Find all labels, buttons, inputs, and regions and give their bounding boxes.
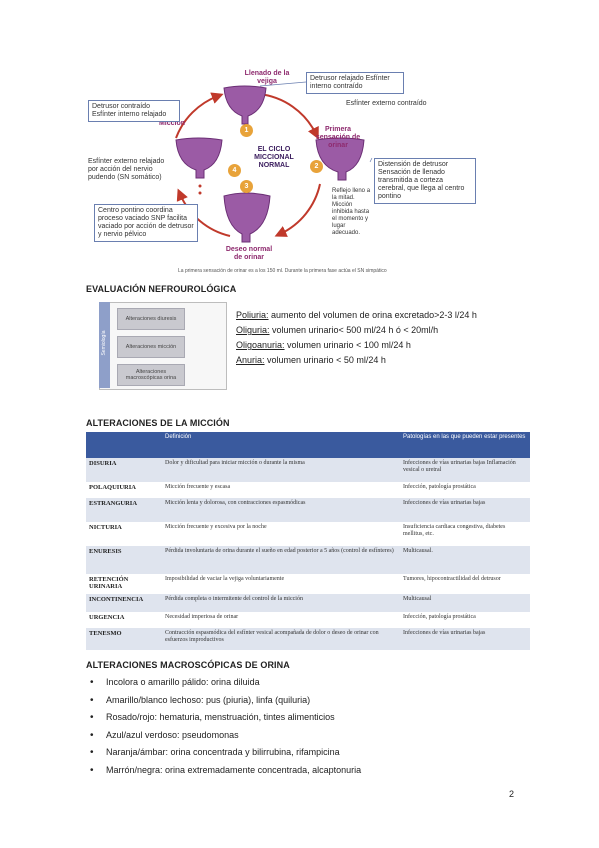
cycle-arrow (176, 188, 231, 237)
figure-caption: La primera sensación de orinar es a los … (178, 268, 387, 274)
definition-poliuria: Poliuria: aumento del volumen de orina e… (236, 310, 477, 320)
definition-anuria: Anuria: volumen urinario < 50 ml/24 h (236, 355, 386, 365)
row-definicion: Micción frecuente y escasa (165, 484, 231, 490)
stage-deseo-normal: Deseo normal de orinar (225, 246, 273, 261)
row-definicion: Contracción espasmódica del esfínter ves… (162, 628, 400, 650)
row-term: POLAQUIURIA (89, 484, 136, 491)
eval-item-miccion: Alteraciones micción (117, 336, 185, 358)
heading-evaluacion: EVALUACIÓN NEFROUROLÓGICA (86, 284, 237, 294)
heading-macro: ALTERACIONES MACROSCÓPICAS DE ORINA (86, 660, 290, 670)
row-patologias: Infección, patología prostática (403, 484, 476, 490)
note-detrusor-relajado: Detrusor relajado Esfínter interno contr… (306, 72, 404, 94)
row-definicion: Micción lenta y dolorosa, con contraccio… (162, 498, 400, 522)
macro-list: Incolora o amarillo pálido: orina diluid… (86, 674, 361, 780)
cycle-arrow (175, 92, 224, 139)
step-badge-3: 3 (240, 180, 253, 193)
note-detrusor-contraido: Detrusor contraído Esfínter interno rela… (88, 100, 180, 122)
definition-oligoanuria: Oligoanuria: volumen urinario < 100 ml/2… (236, 340, 411, 350)
note-reflejo: Reflejo lleno a la mitad. Micción inhibi… (332, 188, 371, 236)
header-term (86, 432, 162, 458)
row-patologias: Insuficiencia cardiaca congestiva, diabe… (403, 524, 506, 537)
row-term: DISURIA (86, 458, 162, 482)
row-definicion: Pérdida involuntaria de orina durante el… (162, 546, 400, 574)
eval-item-diuresis: Alteraciones diuresis (117, 308, 185, 330)
row-patologias: Infecciones de vías urinarias bajas (400, 628, 530, 650)
row-term: RETENCIÓN URINARIA (89, 576, 129, 590)
list-item: Marrón/negra: orina extremadamente conce… (86, 762, 361, 780)
row-term: INCONTINENCIA (86, 594, 162, 612)
miccion-table: Definición Patologías en las que pueden … (86, 432, 530, 650)
micturition-cycle-figure: Llenado de la vejiga Micción Primera sen… (84, 66, 476, 266)
heading-miccion: ALTERACIONES DE LA MICCIÓN (86, 418, 230, 428)
table-row: NICTURIA Micción frecuente y excesiva por… (86, 522, 530, 546)
row-definicion: Necesidad imperiosa de orinar (165, 614, 239, 620)
bladder-top (223, 85, 267, 125)
row-definicion: Dolor y dificultad para iniciar micción … (162, 458, 400, 482)
bladder-bottom (223, 192, 271, 243)
row-term: URGENCIA (89, 614, 125, 621)
side-label: Semiología (101, 330, 107, 356)
note-centro-pontino: Centro pontino coordina proceso vaciado … (94, 204, 198, 242)
eval-item-macroscopicas: Alteraciones macroscópicas orina (117, 364, 185, 386)
row-term: ESTRANGURIA (86, 498, 162, 522)
stage-miccion: Micción (158, 120, 186, 127)
note-distension: Distensión de detrusor Sensación de llen… (374, 158, 476, 204)
row-patologias: Infecciones de vías urinarias bajas (400, 498, 530, 522)
evaluation-side-band: Semiología (99, 302, 110, 388)
row-definicion: Pérdida completa o intermitente del cont… (162, 594, 400, 612)
table-row: URGENCIA Necesidad imperiosa de orinar Inf… (86, 612, 530, 628)
bladder-right (315, 137, 365, 181)
note-esfinter-externo: Esfínter externo contraído (346, 100, 427, 107)
table-header-row: Definición Patologías en las que pueden … (86, 432, 530, 458)
row-definicion: Micción frecuente y excesiva por la noch… (165, 524, 267, 530)
header-definicion: Definición (162, 432, 400, 458)
row-term: ENURESIS (86, 546, 162, 574)
list-item: Incolora o amarillo pálido: orina diluid… (86, 674, 361, 692)
row-term: TENESMO (86, 628, 162, 650)
step-badge-4: 4 (228, 164, 241, 177)
definition-oliguria: Oliguria: volumen urinario< 500 ml/24 h … (236, 325, 439, 335)
row-term: NICTURIA (89, 524, 122, 531)
list-item: Amarillo/blanco lechoso: pus (piuria), l… (86, 692, 361, 710)
list-item: Azul/azul verdoso: pseudomonas (86, 727, 361, 745)
row-definicion: Imposibilidad de vaciar la vejiga volunt… (165, 576, 285, 582)
list-item: Naranja/ámbar: orina concentrada y bilir… (86, 744, 361, 762)
stage-llenado: Llenado de la vejiga (244, 70, 290, 85)
stage-primera-sensacion: Primera sensación de orinar (315, 126, 361, 149)
table-row: RETENCIÓN URINARIA Imposibilidad de vacia… (86, 574, 530, 594)
list-item: Rosado/rojo: hematuria, menstruación, ti… (86, 709, 361, 727)
cycle-arrow (274, 183, 321, 237)
row-patologias: Multicausal (400, 594, 530, 612)
page-number: 2 (509, 789, 515, 799)
row-patologias: Infección, patología prostática (403, 614, 476, 620)
table-row: POLAQUIURIA Micción frecuente y escasa Inf… (86, 482, 530, 498)
step-badge-1: 1 (240, 124, 253, 137)
row-patologias: Multicausal. (400, 546, 530, 574)
bladder-left (175, 137, 223, 179)
step-badge-2: 2 (310, 160, 323, 173)
note-esfinter-relajado: Esfínter externo relajado por acción del… (88, 158, 165, 181)
row-patologias: Infecciones de vías urinarias bajas Infl… (400, 458, 530, 482)
cycle-center-title: EL CICLO MICCIONAL NORMAL (254, 146, 294, 169)
cycle-arrow (258, 93, 319, 140)
cycle-diagram (175, 81, 373, 243)
row-patologias: Tumores, hipocontractilidad del detrusor (403, 576, 501, 582)
header-patologias: Patologías en las que pueden estar prese… (400, 432, 530, 458)
